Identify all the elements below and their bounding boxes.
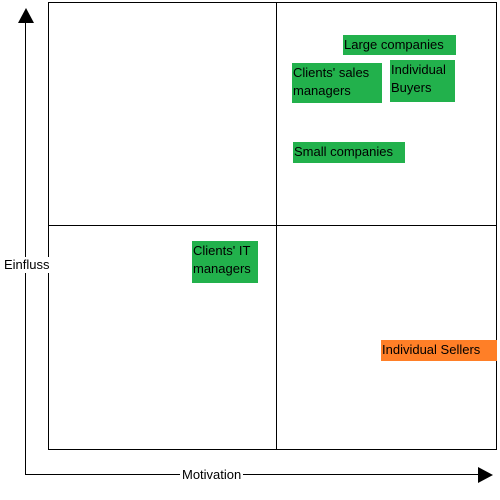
quadrant-horizontal-divider <box>48 225 497 226</box>
y-axis-arrow-icon <box>18 8 34 23</box>
y-axis-label: Einfluss <box>4 257 50 273</box>
x-axis-label: Motivation <box>180 467 244 483</box>
stakeholder-small-companies: Small companies <box>293 142 405 163</box>
x-axis-arrow-icon <box>478 467 493 483</box>
stakeholder-individual-sellers: Individual Sellers <box>381 340 497 361</box>
stakeholder-large-companies: Large companies <box>343 35 456 55</box>
quadrant-grid <box>48 2 497 450</box>
x-axis-line <box>25 474 481 475</box>
stakeholder-clients-sales-managers: Clients' sales managers <box>292 63 382 103</box>
stakeholder-individual-buyers: Individual Buyers <box>390 60 455 102</box>
y-axis-line <box>25 22 26 475</box>
quadrant-vertical-divider <box>276 2 277 450</box>
stakeholder-clients-it-managers: Clients' IT managers <box>192 241 258 283</box>
